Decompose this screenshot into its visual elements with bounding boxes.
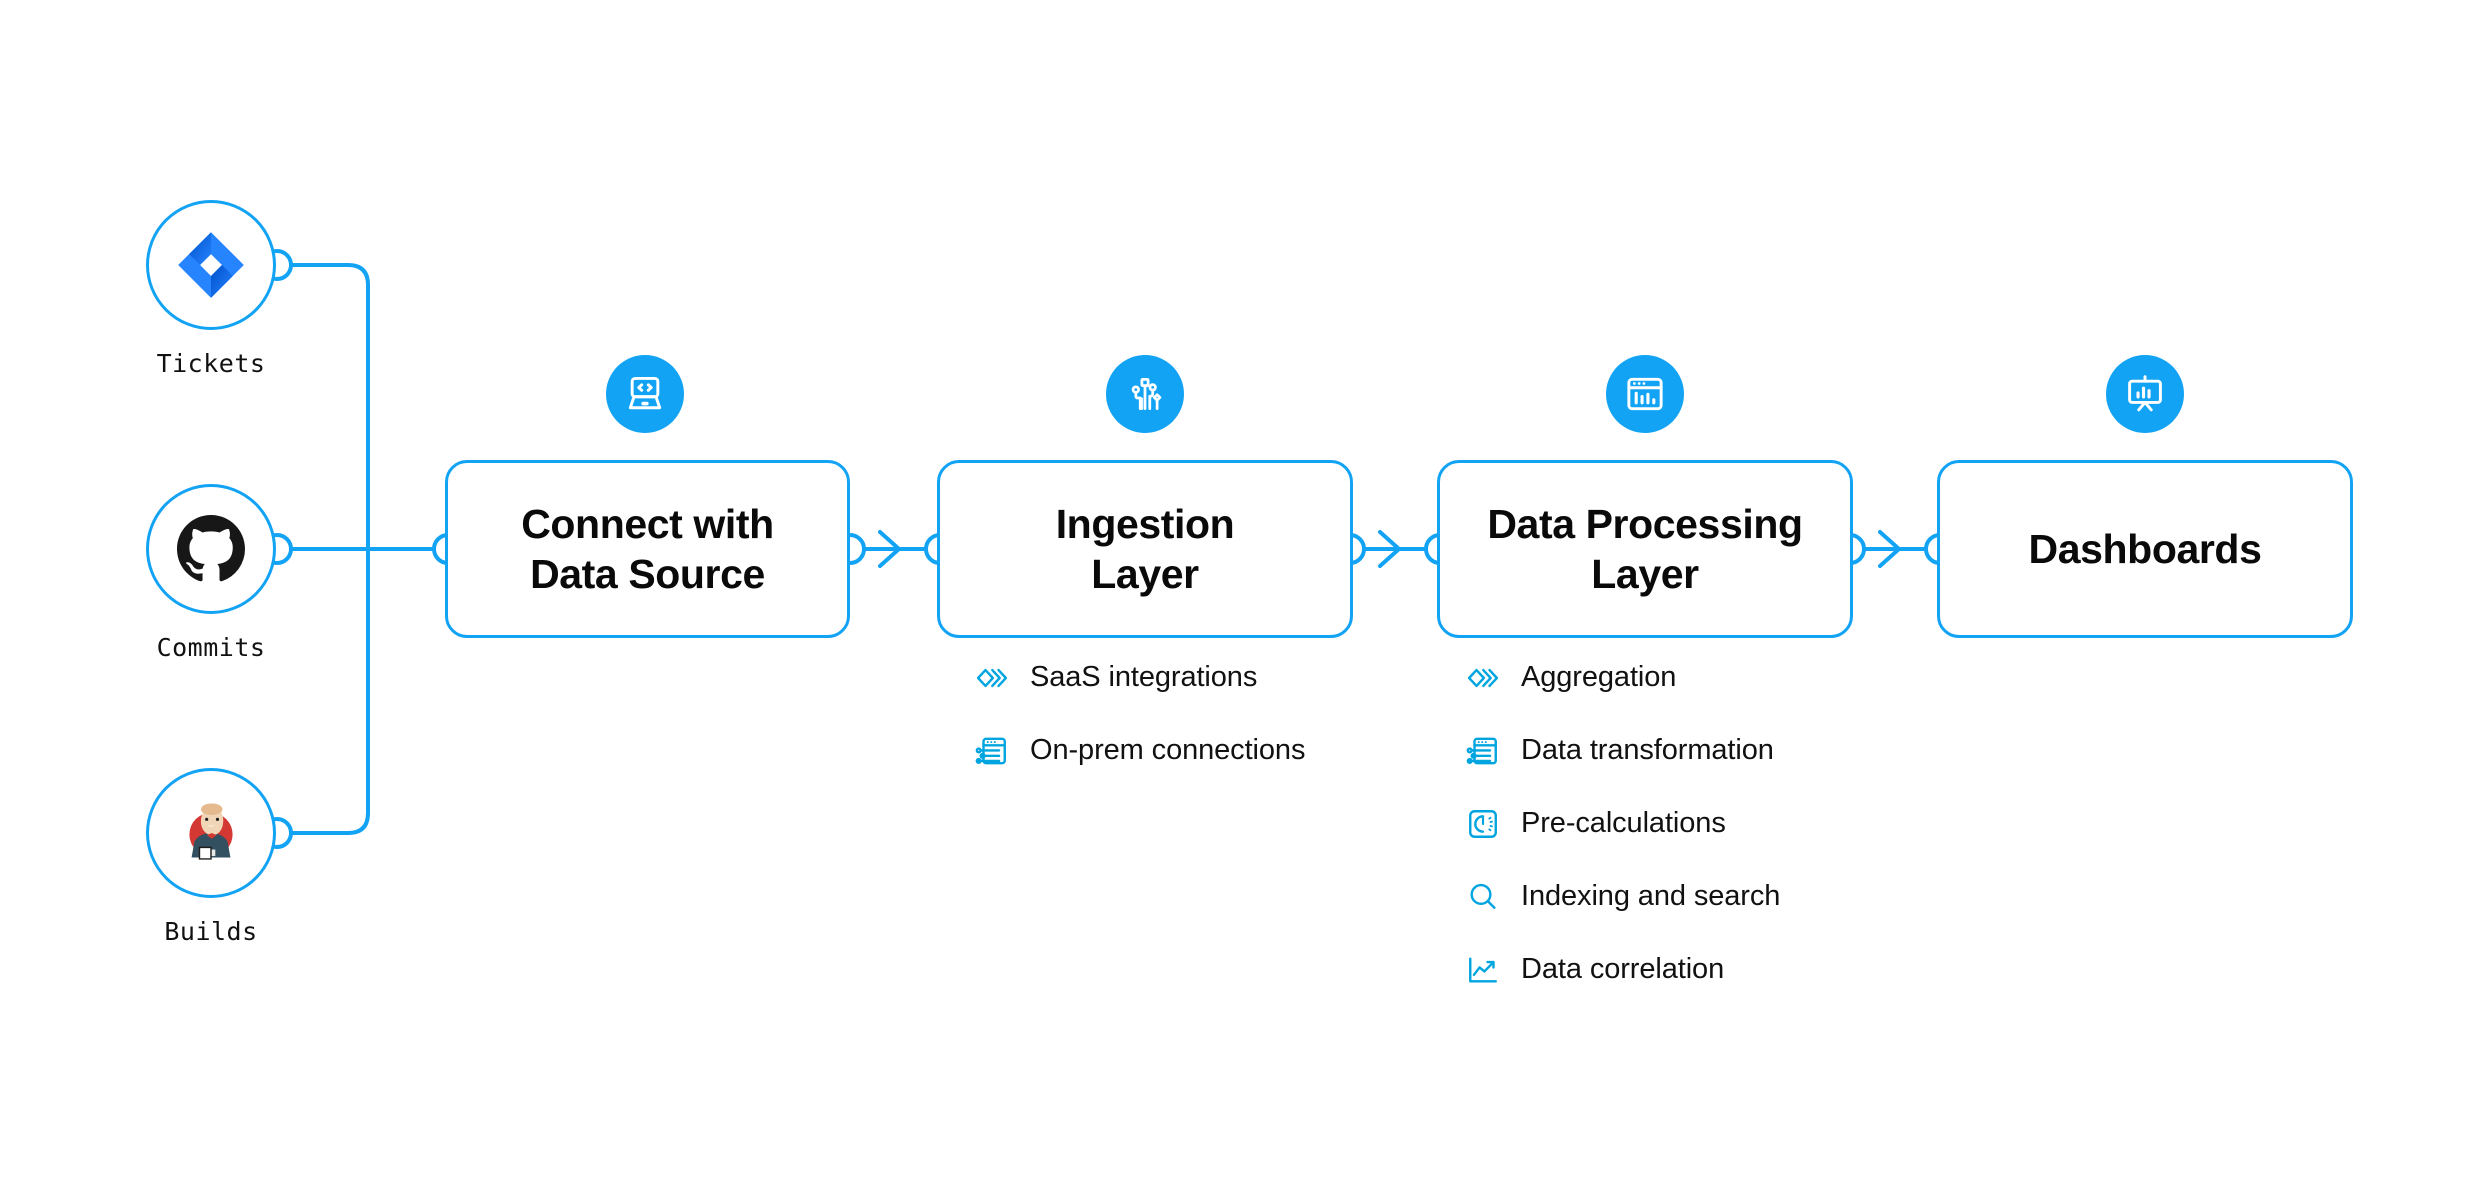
jenkins-icon (189, 803, 233, 860)
feature-item: Aggregation (1466, 655, 1780, 700)
magnifier-icon (1466, 880, 1500, 914)
feature-item: On-prem connections (975, 728, 1305, 773)
layers-chevron-icon (1466, 661, 1500, 695)
source-ring (146, 768, 276, 898)
source-ring (146, 200, 276, 330)
stage-title: Dashboards (2013, 524, 2278, 574)
feature-item: Data correlation (1466, 947, 1780, 992)
stage-title: Connect with Data Source (505, 499, 790, 599)
stage-title-line: Dashboards (2028, 525, 2262, 572)
server-window-icon (1466, 734, 1500, 768)
feature-item: SaaS integrations (975, 655, 1305, 700)
feature-label: Data transformation (1521, 734, 1774, 766)
presentation-chart-icon (2128, 375, 2162, 412)
stage-box-dashboards[interactable]: Dashboards (1937, 460, 2353, 638)
stage-title: Data Processing Layer (1471, 499, 1818, 599)
processing-feature-list: Aggregation Data transformation (1466, 655, 1780, 1020)
feature-item: Data transformation (1466, 728, 1780, 773)
layers-chevron-icon (975, 661, 1009, 695)
arrow-head-1 (878, 530, 901, 568)
stage-box-connect[interactable]: Connect with Data Source (445, 460, 850, 638)
source-label: Tickets (156, 349, 266, 378)
circuit-nodes-icon (1131, 377, 1162, 411)
source-node-commits[interactable]: Commits (146, 484, 276, 662)
feature-label: Indexing and search (1521, 880, 1781, 912)
github-icon (177, 515, 245, 582)
source-label: Commits (156, 633, 266, 662)
stage-title-line: Layer (1591, 551, 1699, 597)
feature-label: Data correlation (1521, 953, 1725, 985)
stage-title-line: Connect with (521, 500, 774, 547)
feature-label: On-prem connections (1030, 734, 1306, 766)
jira-icon (178, 232, 244, 298)
stage-box-processing[interactable]: Data Processing Layer (1437, 460, 1853, 638)
source-node-tickets[interactable]: Tickets (146, 200, 276, 378)
source-node-builds[interactable]: Builds (146, 768, 276, 946)
stage-box-ingestion[interactable]: Ingestion Layer (937, 460, 1353, 638)
feature-label: SaaS integrations (1030, 661, 1258, 693)
feature-item: Indexing and search (1466, 874, 1780, 919)
feature-label: Pre-calculations (1521, 807, 1726, 839)
stage-title-line: Ingestion (1055, 500, 1235, 547)
badge-dashboards (2106, 355, 2184, 433)
line-chart-icon (1466, 953, 1500, 987)
badge-ingestion (1106, 355, 1184, 433)
stage-title-line: Data Source (530, 551, 765, 597)
badge-connect (606, 355, 684, 433)
stage-title-line: Data Processing (1487, 500, 1803, 547)
server-window-icon (975, 734, 1009, 768)
feature-item: Pre-calculations (1466, 801, 1780, 846)
arrow-head-2 (1378, 530, 1401, 568)
ingestion-feature-list: SaaS integrations On-prem conne (975, 655, 1305, 801)
badge-processing (1606, 355, 1684, 433)
timer-square-icon (1466, 807, 1500, 841)
source-ring (146, 484, 276, 614)
source-label: Builds (164, 917, 258, 946)
laptop-code-icon (628, 376, 662, 410)
feature-label: Aggregation (1521, 661, 1677, 693)
arrow-head-3 (1878, 530, 1901, 568)
stage-title: Ingestion Layer (1040, 499, 1251, 599)
stage-title-line: Layer (1091, 551, 1199, 597)
dashboard-window-icon (1627, 377, 1663, 411)
